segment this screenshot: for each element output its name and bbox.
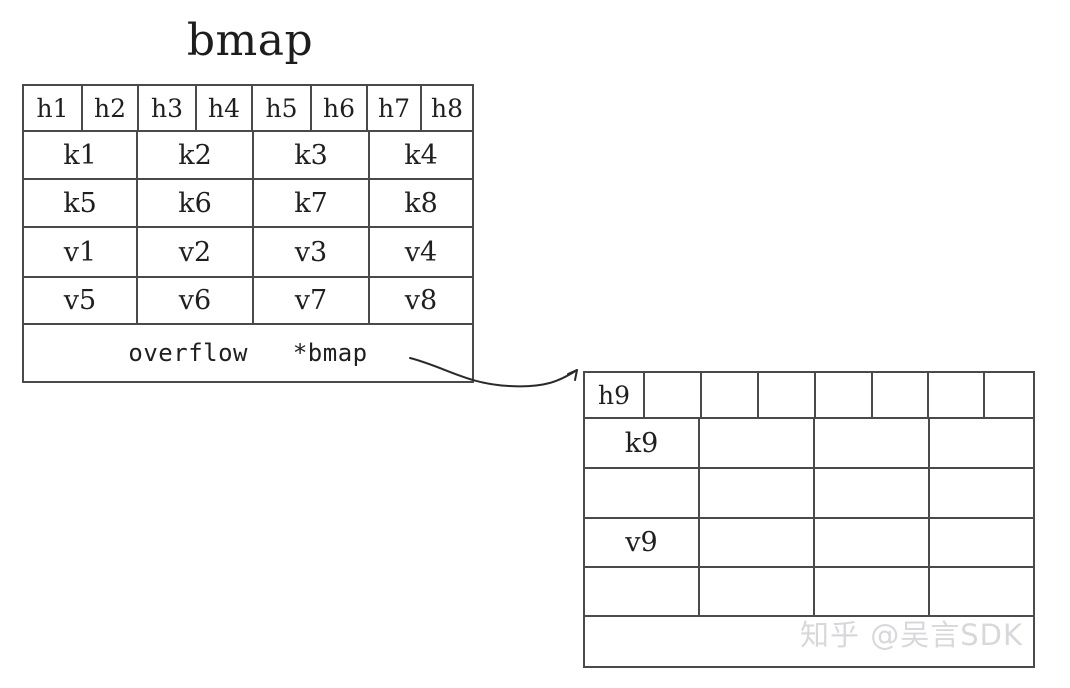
bmap-header-cell-h1: h1 [24,86,83,130]
bmap-value-cell-v7: v7 [254,278,370,323]
overflow-key-row-1: k9 [585,417,1033,467]
bmap-value-cell-v4: v4 [404,236,438,268]
bmap-value-cell-v2: v2 [138,228,254,276]
bmap-key-cell-k3: k3 [254,132,370,178]
bmap-bucket-table: h1 h2 h3 h4 h5 h6 h7 h8 k1 k2 k3 k4 k5 k… [22,84,474,383]
bmap-value-cell-v5: v5 [24,278,138,323]
overflow-header-cell-5 [816,373,873,417]
overflow-header-row: h9 [585,373,1033,417]
bmap-key-cell-k7: k7 [254,180,370,226]
bmap-key-row-2: k5 k6 k7 k8 [24,178,472,226]
bmap-header-cell-h3: h3 [139,86,197,130]
overflow-header-cell-8 [985,373,1033,417]
overflow-value-row-1: v9 [585,517,1033,566]
bmap-header-cell-h5: h5 [253,86,312,130]
overflow-value-cell-2-1 [585,568,700,615]
bmap-header-cell-h2: h2 [83,86,139,130]
bmap-overflow-pointer-row: overflow *bmap [24,323,472,381]
bmap-value-cell-v3: v3 [254,228,370,276]
bmap-header-cell-h8: h8 [430,93,463,123]
overflow-header-cell-2 [645,373,702,417]
overflow-key-cell-k9: k9 [585,419,700,467]
bmap-value-cell-v1: v1 [24,228,138,276]
bmap-header-cell-h7: h7 [368,86,422,130]
overflow-key-row-2 [585,467,1033,517]
overflow-value-cell-v9: v9 [585,519,700,566]
bmap-header-row: h1 h2 h3 h4 h5 h6 h7 h8 [24,86,472,130]
bmap-value-cell-v8: v8 [404,285,438,316]
bmap-value-row-2: v5 v6 v7 v8 [24,276,472,323]
bmap-key-cell-k6: k6 [138,180,254,226]
overflow-key-cell-1-4 [930,419,1033,467]
page-title: bmap [186,15,314,66]
overflow-value-cell-2-3 [815,568,930,615]
overflow-key-cell-1-3 [815,419,930,467]
overflow-key-cell-2-3 [815,469,930,517]
overflow-key-cell-1-2 [700,419,815,467]
bmap-header-cell-h6: h6 [312,86,368,130]
overflow-value-cell-1-4 [930,519,1033,566]
overflow-header-cell-6 [873,373,929,417]
overflow-value-row-2 [585,566,1033,615]
bmap-value-cell-v6: v6 [138,278,254,323]
bmap-key-cell-k5: k5 [24,180,138,226]
bmap-key-row-1: k1 k2 k3 k4 [24,130,472,178]
bmap-key-cell-k4: k4 [404,139,438,171]
overflow-key-cell-2-2 [700,469,815,517]
overflow-value-cell-2-4 [930,568,1033,615]
overflow-header-cell-7 [929,373,985,417]
overflow-key-cell-2-4 [930,469,1033,517]
overflow-key-cell-2-1 [585,469,700,517]
bmap-key-cell-k2: k2 [138,132,254,178]
overflow-bucket-overflow-row [585,615,1033,666]
overflow-header-cell-4 [759,373,816,417]
bmap-value-row-1: v1 v2 v3 v4 [24,226,472,276]
overflow-header-cell-h9: h9 [585,373,645,417]
overflow-bucket-table: h9 k9 v9 [583,371,1035,668]
overflow-pointer-arrow [409,357,578,388]
overflow-header-cell-3 [702,373,759,417]
overflow-value-cell-1-2 [700,519,815,566]
overflow-value-cell-2-2 [700,568,815,615]
bmap-key-cell-k1: k1 [24,132,138,178]
bmap-header-cell-h4: h4 [197,86,253,130]
bmap-key-cell-k8: k8 [404,187,438,219]
overflow-value-cell-1-3 [815,519,930,566]
watermark: 知乎 @吴言SDK [800,618,1023,652]
